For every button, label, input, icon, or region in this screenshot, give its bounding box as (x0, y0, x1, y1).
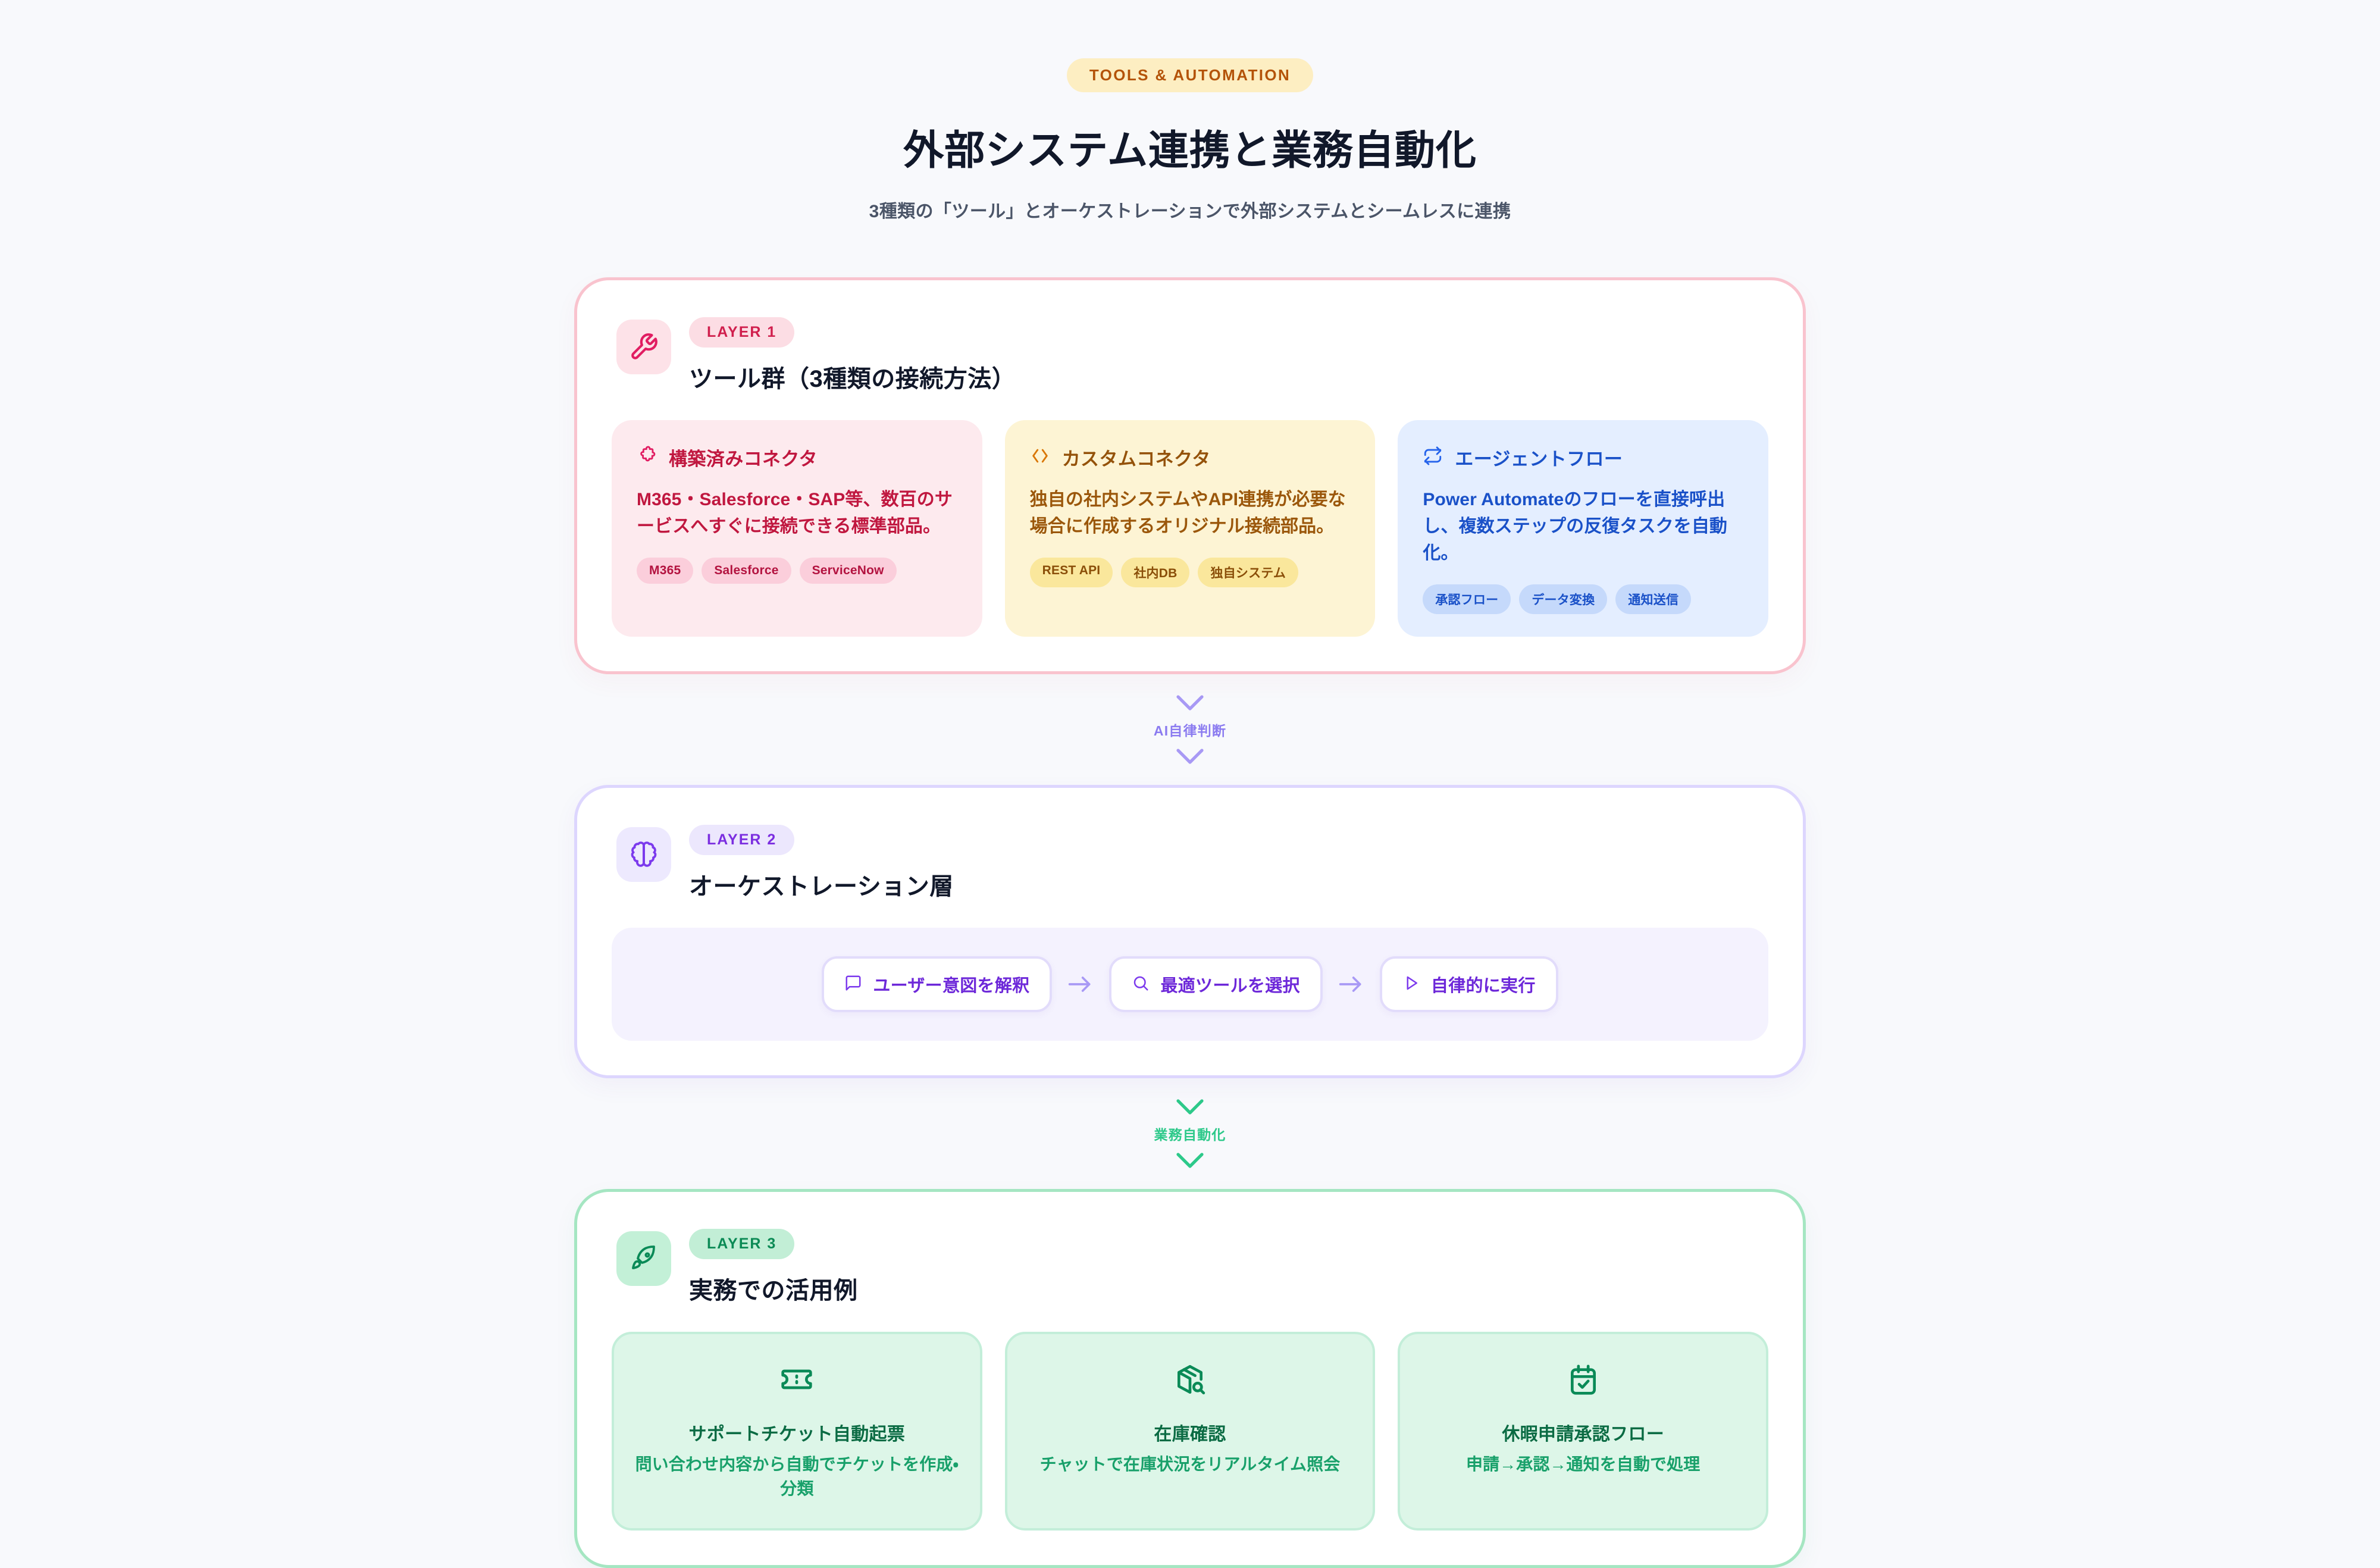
use-case-card[interactable]: サポートチケット自動起票 問い合わせ内容から自動でチケットを作成・分類 (612, 1332, 982, 1531)
tag: Salesforce (702, 558, 791, 584)
play-icon (1402, 974, 1420, 995)
puzzle-piece-icon (637, 446, 657, 469)
tool-card[interactable]: カスタムコネクタ 独自の社内システムやAPI連携が必要な場合に作成するオリジナル… (1004, 420, 1376, 637)
chevron-down-icon (1176, 695, 1204, 711)
arrow-right-icon (1067, 975, 1094, 993)
layer-3-title: 実務での活用例 (689, 1278, 858, 1304)
use-case-title: 休暇申請承認フロー (1502, 1425, 1665, 1444)
tool-card-description: 独自の社内システムやAPI連携が必要な場合に作成するオリジナル接続部品。 (1029, 490, 1346, 536)
rocket-icon (616, 1231, 671, 1286)
eyebrow-badge: TOOLS & AUTOMATION (1066, 58, 1314, 92)
chevron-down-icon (1176, 1153, 1204, 1168)
connector-label: AI自律判断 (1153, 723, 1227, 738)
connector-layer2-to-layer3: 業務自動化 (574, 1078, 1806, 1189)
code-brackets-icon (1030, 446, 1050, 469)
layer-3-panel: LAYER 3 実務での活用例 サポートチケット自動起票 問い合わせ内容から自動… (574, 1189, 1806, 1568)
orchestration-flow: ユーザー意図を解釈 最適ツールを選択 (612, 928, 1768, 1041)
chevron-down-icon (1176, 1099, 1204, 1115)
arrow-right-icon (1338, 975, 1364, 993)
layer-2-badge: LAYER 2 (689, 825, 795, 855)
package-search-icon (1173, 1363, 1207, 1399)
tag: 社内DB (1121, 558, 1190, 587)
layer-2-header-text: LAYER 2 オーケストレーション層 (689, 824, 954, 902)
connector-layer1-to-layer2: AI自律判断 (574, 674, 1806, 785)
tool-card[interactable]: 構築済みコネクタ M365・Salesforce・SAP等、数百のサービスへすぐ… (612, 420, 982, 637)
layer-2-stack: LAYER 2 オーケストレーション層 ユーザー意図を解釈 (574, 785, 1806, 1078)
use-case-description: 問い合わせ内容から自動でチケットを作成・分類 (635, 1455, 959, 1498)
tool-card[interactable]: エージェントフロー Power Automateのフローを直接呼出し、複数ステッ… (1398, 420, 1768, 637)
layers-stack: LAYER 1 ツール群（3種類の接続方法） 構築済みコネクタ (574, 277, 1806, 674)
search-icon (1132, 974, 1150, 995)
flow-step-label: 最適ツールを選択 (1160, 977, 1300, 996)
tool-card-description: Power Automateのフローを直接呼出し、複数ステップの反復タスクを自動… (1423, 490, 1728, 563)
ticket-icon (780, 1363, 813, 1399)
connector-label: 業務自動化 (1154, 1127, 1226, 1143)
use-case-card[interactable]: 在庫確認 チャットで在庫状況をリアルタイム照会 (1004, 1332, 1376, 1531)
refresh-cycle-icon (1423, 446, 1443, 469)
flow-step-interpret-intent[interactable]: ユーザー意図を解釈 (822, 956, 1053, 1012)
tool-card-grid: 構築済みコネクタ M365・Salesforce・SAP等、数百のサービスへすぐ… (612, 420, 1768, 637)
brain-icon (616, 827, 671, 882)
calendar-check-icon (1567, 1363, 1600, 1399)
use-case-title: サポートチケット自動起票 (688, 1425, 906, 1444)
flow-step-label: 自律的に実行 (1430, 977, 1536, 996)
layer-2-title: オーケストレーション層 (689, 874, 954, 900)
tag: ServiceNow (799, 558, 897, 584)
tool-card-tags: M365 Salesforce ServiceNow (637, 558, 957, 584)
page-title: 外部システム連携と業務自動化 (903, 128, 1477, 173)
tool-card-header: エージェントフロー (1423, 444, 1743, 471)
layer-1-panel: LAYER 1 ツール群（3種類の接続方法） 構築済みコネクタ (574, 277, 1806, 674)
layer-3-badge: LAYER 3 (689, 1229, 795, 1259)
layer-3-header: LAYER 3 実務での活用例 (612, 1228, 1768, 1306)
flow-step-autonomous-execute[interactable]: 自律的に実行 (1379, 956, 1558, 1012)
message-square-icon (844, 974, 862, 995)
layer-2-panel: LAYER 2 オーケストレーション層 ユーザー意図を解釈 (574, 785, 1806, 1078)
use-case-title: 在庫確認 (1154, 1425, 1226, 1444)
use-case-description: チャットで在庫状況をリアルタイム照会 (1039, 1455, 1341, 1473)
tool-card-header: 構築済みコネクタ (637, 444, 957, 471)
tool-card-title: エージェントフロー (1455, 449, 1623, 470)
use-case-card[interactable]: 休暇申請承認フロー 申請→承認→通知を自動で処理 (1398, 1332, 1768, 1531)
flow-step-select-tool[interactable]: 最適ツールを選択 (1109, 956, 1323, 1012)
layer-1-header-text: LAYER 1 ツール群（3種類の接続方法） (689, 316, 1016, 394)
page-root: TOOLS & AUTOMATION 外部システム連携と業務自動化 3種類の「ツ… (0, 58, 2380, 1568)
use-case-description: 申請→承認→通知を自動で処理 (1465, 1455, 1701, 1473)
tag: 通知送信 (1615, 584, 1692, 614)
chevron-down-icon (1176, 749, 1204, 764)
tool-card-description: M365・Salesforce・SAP等、数百のサービスへすぐに接続できる標準部… (637, 490, 953, 536)
flow-step-label: ユーザー意図を解釈 (873, 977, 1030, 996)
page-header: TOOLS & AUTOMATION 外部システム連携と業務自動化 3種類の「ツ… (0, 58, 2380, 223)
use-case-grid: サポートチケット自動起票 問い合わせ内容から自動でチケットを作成・分類 (612, 1332, 1768, 1531)
tool-card-title: 構築済みコネクタ (669, 449, 818, 470)
tag: REST API (1029, 558, 1113, 587)
tag: 独自システム (1198, 558, 1299, 587)
layer-1-title: ツール群（3種類の接続方法） (689, 366, 1016, 392)
tag: 承認フロー (1423, 584, 1511, 614)
layer-1-badge: LAYER 1 (689, 317, 795, 348)
layer-1-header: LAYER 1 ツール群（3種類の接続方法） (612, 316, 1768, 394)
tool-card-title: カスタムコネクタ (1061, 449, 1211, 470)
tag: M365 (637, 558, 694, 584)
tool-card-tags: REST API 社内DB 独自システム (1029, 558, 1351, 587)
layer-2-header: LAYER 2 オーケストレーション層 (612, 824, 1768, 902)
tool-card-tags: 承認フロー データ変換 通知送信 (1423, 584, 1743, 614)
page-subtitle: 3種類の「ツール」とオーケストレーションで外部システムとシームレスに連携 (869, 202, 1511, 221)
layer-3-header-text: LAYER 3 実務での活用例 (689, 1228, 858, 1306)
tool-card-header: カスタムコネクタ (1030, 444, 1351, 471)
tag: データ変換 (1519, 584, 1608, 614)
wrench-icon (616, 320, 671, 374)
layer-3-stack: LAYER 3 実務での活用例 サポートチケット自動起票 問い合わせ内容から自動… (574, 1189, 1806, 1568)
